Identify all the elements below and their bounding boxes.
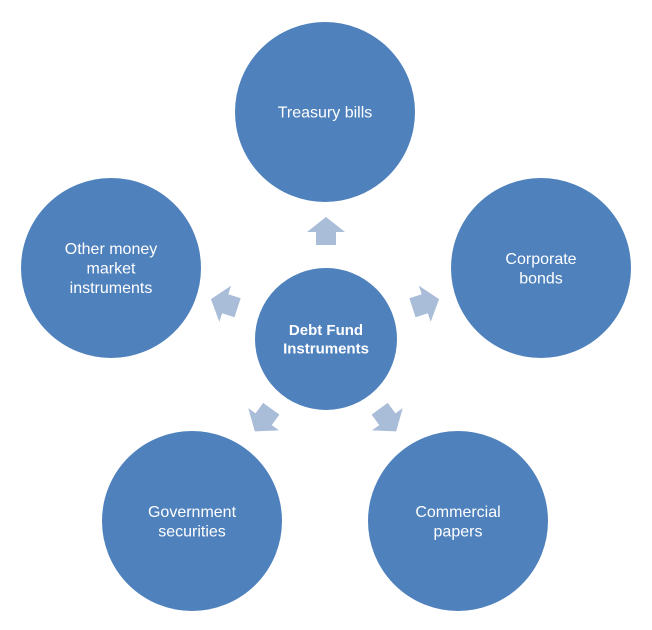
node-label-line: Corporate — [505, 251, 576, 268]
node-label-line: bonds — [519, 270, 563, 287]
node-commercial-papers: Commercial papers — [366, 429, 550, 613]
node-label-line: market — [87, 261, 136, 278]
node-label-line: Debt Fund — [289, 322, 363, 339]
node-circle — [19, 176, 203, 360]
node-label-line: securities — [158, 523, 226, 540]
arrow-to-corporate-bonds — [409, 285, 440, 322]
center-circle — [253, 266, 399, 412]
node-label-line: instruments — [70, 280, 153, 297]
node-other-money-market-instruments: Other money market instruments — [19, 176, 203, 360]
node-circle — [366, 429, 550, 613]
node-government-securities: Government securities — [100, 429, 284, 613]
node-label-line: Instruments — [283, 340, 369, 357]
node-corporate-bonds: Corporate bonds — [449, 176, 633, 360]
arrow-to-government-securities — [248, 402, 280, 432]
node-label-line: Government — [148, 504, 237, 521]
node-circle — [100, 429, 284, 613]
arrow-to-other-money-market-instruments — [210, 285, 241, 322]
node-label-line: Treasury bills — [278, 105, 373, 122]
arrow-to-treasury-bills — [307, 217, 345, 245]
node-circle — [233, 20, 417, 204]
node-label-line: papers — [434, 523, 483, 540]
node-treasury-bills: Treasury bills — [233, 20, 417, 204]
node-label-line: Commercial — [415, 504, 500, 521]
node-label-line: Other money — [65, 241, 157, 258]
node-circle — [449, 176, 633, 360]
arrow-to-commercial-papers — [371, 402, 403, 432]
